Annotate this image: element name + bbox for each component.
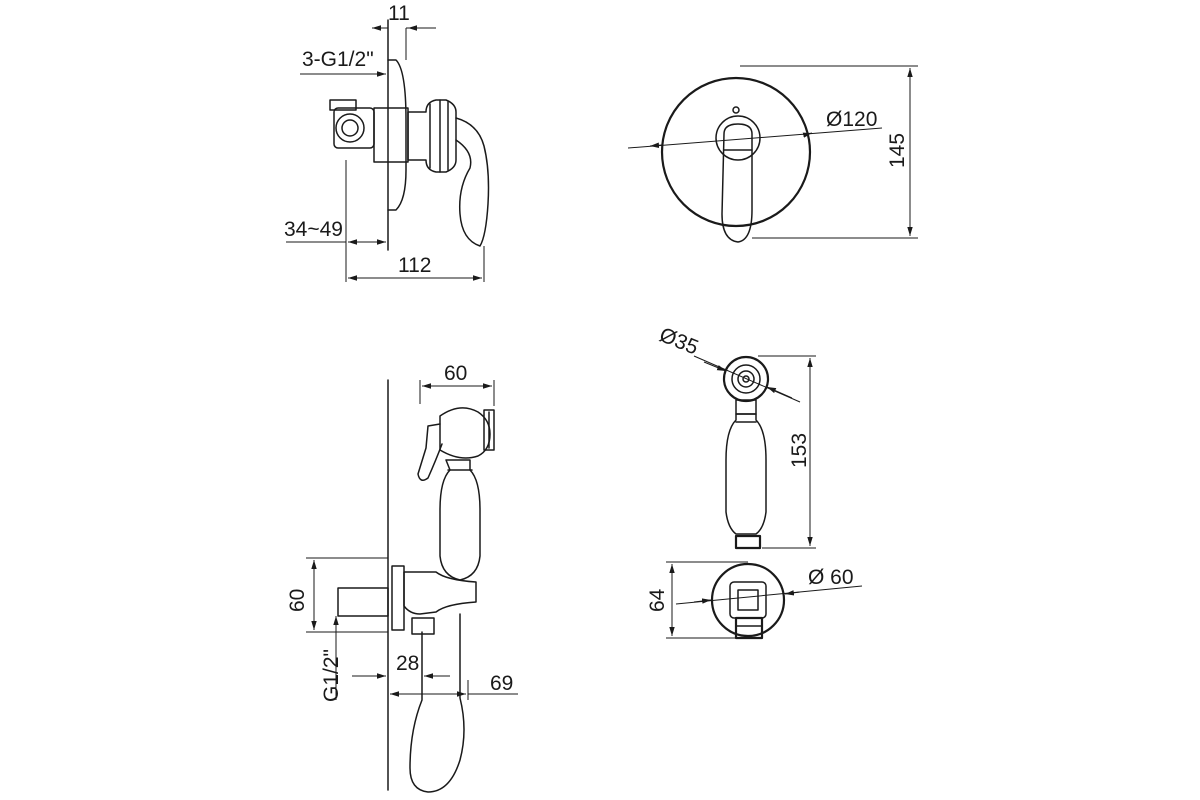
mixer-front-view: Ø120 145: [627, 65, 918, 243]
wall-outlet-block: [337, 587, 389, 617]
mixer-dim-height: 145: [886, 133, 909, 168]
mixer-front-lever: [721, 123, 753, 243]
hose: [409, 613, 465, 793]
shower-dim-holder-diameter: Ø 60: [808, 566, 854, 589]
hose-dim-width: 60: [444, 362, 467, 385]
mixer-side-view: 11 3-G1/2" 34~49 112: [284, 2, 490, 282]
mixer-dim-offset: 11: [388, 2, 410, 25]
hose-dim-outlet: 28: [396, 652, 419, 675]
hose-dim-thread: G1/2": [320, 649, 343, 702]
hose-dim-body-height: 60: [286, 589, 309, 612]
mixer-dim-diameter: Ø120: [826, 108, 877, 131]
shower-dim-holder-height: 64: [646, 588, 669, 612]
hand-shower-trigger: [417, 423, 443, 481]
mixer-dim-length: 112: [398, 254, 431, 277]
shower-holder-flange: [710, 562, 786, 638]
hand-shower-grip: [439, 459, 481, 581]
mixer-dim-depth: 34~49: [284, 218, 343, 241]
holder-bracket: [403, 571, 477, 615]
shower-dim-head-diameter: Ø35: [656, 323, 701, 359]
hose-side-view: 60 60 G1/2" 28 69: [286, 362, 518, 793]
mixer-dim-thread: 3-G1/2": [302, 48, 374, 71]
mixer-lever-handle: [455, 117, 490, 247]
shower-head-face: [722, 355, 770, 403]
mixer-cover-plate: [660, 76, 812, 228]
shower-dim-length: 153: [788, 433, 811, 468]
mixer-wall-plate: [387, 59, 407, 211]
shower-front-grip: [725, 413, 767, 535]
hand-shower-head: [439, 407, 491, 459]
shower-front-view: Ø35 153 Ø 60 64: [646, 323, 863, 640]
mixer-cartridge: [407, 99, 457, 173]
hose-dim-projection: 69: [490, 672, 513, 695]
mixer-body: [373, 107, 409, 163]
